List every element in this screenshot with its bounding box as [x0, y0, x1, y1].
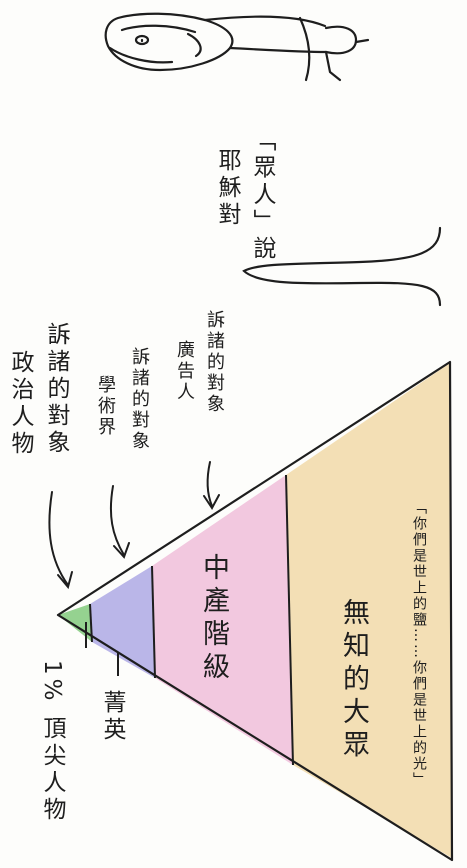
- top-tier: [58, 604, 92, 642]
- middle-class-label: 中產階級: [198, 553, 229, 685]
- jesus-figure: [104, 12, 370, 82]
- masses-label: 無知的大眾: [338, 598, 369, 763]
- pyramid-outline: [56, 360, 454, 862]
- advertisers-label: 廣告人: [174, 340, 195, 403]
- top-person-label: 1% 頂尖人物: [39, 660, 65, 824]
- elite-tier: [90, 566, 155, 678]
- politicians-label: 政治人物: [7, 350, 33, 458]
- tier-divider-middle: [285, 474, 294, 766]
- jesus-quote-line1: 耶穌對: [214, 148, 240, 229]
- politicians-arrow: [48, 491, 73, 590]
- politicians-target-label: 訴諸的對象: [43, 322, 69, 457]
- middle-class-tier: [152, 475, 293, 765]
- academia-arrow: [109, 485, 130, 559]
- academia-target-label: 訴諸的對象: [129, 347, 150, 452]
- salt-light-quote: 「你們是世上的鹽……你們是世上的光」: [411, 500, 427, 788]
- tier-divider-elite: [151, 565, 156, 679]
- jesus-quote-line2: 「眾人」說: [249, 128, 275, 263]
- advertisers-target-label: 訴諸的對象: [204, 310, 225, 415]
- tier-divider-top: [89, 603, 93, 643]
- elite-label: 菁英: [99, 690, 125, 744]
- advertisers-arrow: [203, 461, 220, 510]
- masses-tier: [286, 363, 452, 858]
- academia-label: 學術界: [95, 375, 116, 438]
- curly-brace: [242, 226, 442, 307]
